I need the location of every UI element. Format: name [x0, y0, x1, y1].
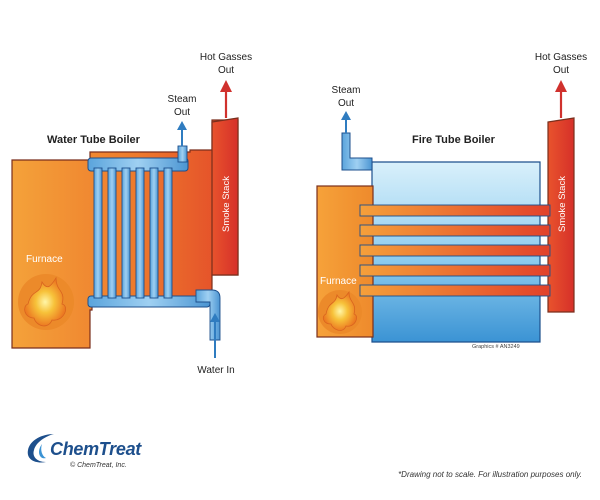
logo-drop-icon [27, 434, 54, 463]
ft-fire-tube [359, 244, 551, 257]
wt-tube-bank [87, 145, 221, 341]
ft-steam-out-label: Out [338, 98, 354, 109]
ft-hot-gasses-label: Hot Gasses [535, 52, 587, 63]
ft-fire-tube [359, 264, 551, 277]
ft-furnace-label: Furnace [320, 276, 357, 287]
ft-graphics-id: Graphics # AN3249 [472, 344, 520, 350]
chemtreat-logo: ChemTreat © ChemTreat, Inc. [24, 430, 174, 480]
wt-tube [121, 167, 131, 299]
logo-copyright: © ChemTreat, Inc. [70, 462, 127, 469]
ft-furnace-flame [318, 290, 362, 334]
wt-steam-out-label: Steam [168, 94, 197, 105]
wt-tube [163, 167, 173, 299]
ft-fire-tube [359, 224, 551, 237]
ft-hot-gas-arrowhead [555, 80, 567, 92]
water-tube-boiler: Water Tube Boiler Steam Out Hot Gasses O… [11, 52, 252, 376]
ft-fire-tube [359, 204, 551, 217]
wt-water-drum [87, 295, 211, 308]
ft-title: Fire Tube Boiler [412, 134, 496, 146]
wt-water-in-arrowhead [210, 313, 220, 322]
ft-steam-pipe [341, 132, 373, 171]
wt-furnace-label: Furnace [26, 254, 63, 265]
wt-smoke-stack [211, 117, 239, 276]
fire-tube-boiler: Fire Tube Boiler Steam Out Hot Gasses Ou… [316, 52, 587, 350]
wt-water-inlet-pipe [195, 289, 221, 341]
wt-title: Water Tube Boiler [47, 134, 141, 146]
wt-water-in-label: Water In [197, 365, 234, 376]
wt-hot-gas-arrowhead [220, 80, 232, 92]
logo-wordmark: ChemTreat [50, 439, 142, 459]
wt-steam-out-arrowhead [177, 121, 187, 130]
wt-tube [93, 167, 103, 299]
wt-tube [149, 167, 159, 299]
ft-steam-out-arrowhead [341, 111, 351, 120]
wt-furnace-flame [18, 274, 74, 330]
wt-tube [107, 167, 117, 299]
wt-hot-gasses-label: Hot Gasses [200, 52, 252, 63]
ft-smoke-stack-label: Smoke Stack [557, 176, 568, 232]
wt-tube [135, 167, 145, 299]
wt-steam-out-label: Out [174, 107, 190, 118]
ft-steam-out-label: Steam [332, 85, 361, 96]
ft-fire-tube [359, 284, 551, 297]
disclaimer-text: *Drawing not to scale. For illustration … [398, 470, 582, 479]
ft-hot-gasses-label: Out [553, 65, 569, 76]
wt-hot-gasses-label: Out [218, 65, 234, 76]
wt-smoke-stack-label: Smoke Stack [221, 176, 232, 232]
ft-fire-tubes [359, 204, 551, 297]
wt-steam-riser [177, 145, 188, 163]
